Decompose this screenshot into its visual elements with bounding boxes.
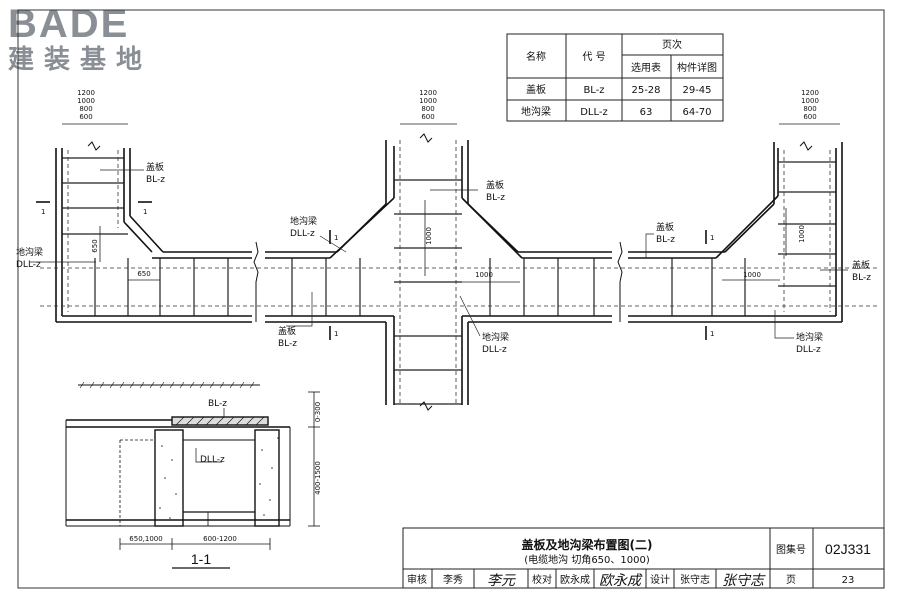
cover-code-left: BL-z [146, 175, 165, 185]
svg-text:600: 600 [803, 113, 816, 121]
atlas-number: 02J331 [825, 541, 871, 557]
beam-label-mid-left: 地沟梁 [290, 215, 317, 227]
cover-label-right-mid: 盖板 [656, 221, 674, 233]
table-header-pages: 页次 [662, 38, 682, 51]
section-mark: 1 [143, 208, 147, 216]
table-header-name: 名称 [526, 50, 546, 63]
break-marks [87, 133, 813, 411]
dim-650-horizontal: 650 [137, 270, 150, 278]
design-label: 设计 [650, 573, 670, 586]
cover-plates [62, 157, 836, 405]
section-title: 1-1 [191, 551, 211, 567]
cover-label-center: 盖板 [486, 179, 504, 191]
title-block [402, 527, 885, 589]
sheet-title: 盖板及地沟梁布置图(二) [522, 537, 653, 552]
svg-text:1000: 1000 [77, 97, 95, 105]
svg-text:1000: 1000 [419, 97, 437, 105]
width-labels-left: 1200 1000 800 600 [77, 89, 95, 121]
dim-1000-center-vertical: 1000 [425, 227, 433, 245]
table-header-select: 选用表 [631, 61, 661, 74]
beam-label-far-left: 地沟梁 [16, 246, 43, 258]
checker-name: 欧永成 [560, 573, 590, 586]
beam-label-right: 地沟梁 [796, 331, 823, 343]
width-labels-center: 1200 1000 800 600 [419, 89, 437, 121]
width-labels-right: 1200 1000 800 600 [801, 89, 819, 121]
svg-text:1200: 1200 [801, 89, 819, 97]
page-label: 页 [786, 574, 796, 586]
svg-text:1200: 1200 [77, 89, 95, 97]
trench-plan [55, 140, 843, 405]
svg-text:800: 800 [421, 105, 434, 113]
cover-code-bottom-left: BL-z [278, 339, 297, 349]
cover-code-far-right: BL-z [852, 273, 871, 283]
dashed-beam-lines [40, 140, 880, 405]
section-depth-main: 400-1500 [314, 461, 322, 495]
logo-subtitle: 建装基地 [8, 45, 153, 75]
checker-signature: 欧永成 [599, 573, 643, 589]
beam-code-right: DLL-z [796, 345, 821, 355]
review-label: 审核 [407, 573, 427, 586]
section-mark: 1 [41, 208, 45, 216]
reviewer-name: 李秀 [443, 573, 463, 586]
sheet-subtitle: (电缆地沟 切角650、1000) [524, 553, 650, 566]
check-label: 校对 [532, 573, 552, 586]
cover-code-right-mid: BL-z [656, 235, 675, 245]
logo-brand: BADE [8, 2, 130, 46]
table-cell: BL-z [583, 85, 604, 96]
svg-text:800: 800 [79, 105, 92, 113]
svg-text:1200: 1200 [419, 89, 437, 97]
table-cell: 盖板 [526, 83, 546, 96]
cover-label-far-right: 盖板 [852, 259, 870, 271]
table-cell: 63 [640, 107, 653, 118]
table-cell: 地沟梁 [521, 105, 551, 118]
section-cover-code: BL-z [208, 399, 227, 409]
table-header-code: 代 号 [582, 51, 605, 63]
logo: BADE 建装基地 [8, 4, 152, 76]
table-cell: 25-28 [631, 85, 660, 96]
svg-text:600: 600 [79, 113, 92, 121]
section-1-1-drawing [65, 381, 320, 569]
dim-1000-right-horizontal: 1000 [743, 271, 761, 279]
page-number: 23 [842, 575, 855, 586]
section-mark: 1 [334, 234, 338, 242]
table-cell: DLL-z [580, 107, 608, 118]
section-width-left: 650,1000 [129, 535, 162, 543]
dim-1000-center-horizontal: 1000 [475, 271, 493, 279]
beam-label-center: 地沟梁 [482, 331, 509, 343]
svg-text:600: 600 [421, 113, 434, 121]
section-mark: 1 [710, 330, 714, 338]
cover-code-center: BL-z [486, 193, 505, 203]
reviewer-signature: 李元 [487, 573, 516, 589]
designer-name: 张守志 [680, 573, 710, 586]
section-depth-top: 0-300 [314, 402, 322, 422]
section-beam-code: DLL-z [200, 455, 225, 465]
designer-signature: 张守志 [722, 573, 766, 589]
section-mark: 1 [710, 234, 714, 242]
svg-text:800: 800 [803, 105, 816, 113]
section-width-right: 600-1200 [203, 535, 237, 543]
beam-code-center: DLL-z [482, 345, 507, 355]
table-cell: 29-45 [682, 85, 711, 96]
section-mark: 1 [334, 330, 338, 338]
dim-650-vertical: 650 [91, 239, 99, 252]
table-cell: 64-70 [682, 107, 711, 118]
cover-label-bottom-left: 盖板 [278, 325, 296, 337]
reference-table [506, 33, 724, 122]
beam-code-far-left: DLL-z [16, 260, 41, 270]
leader-lines [30, 169, 848, 339]
beam-code-mid-left: DLL-z [290, 229, 315, 239]
atlas-label: 图集号 [776, 543, 806, 556]
dim-1000-right-vertical: 1000 [798, 225, 806, 243]
dimension-lines [99, 200, 787, 283]
svg-text:1000: 1000 [801, 97, 819, 105]
table-header-detail: 构件详图 [677, 61, 717, 74]
cover-label-left: 盖板 [146, 161, 164, 173]
sheet-border [17, 9, 885, 589]
section-markers [36, 201, 707, 340]
